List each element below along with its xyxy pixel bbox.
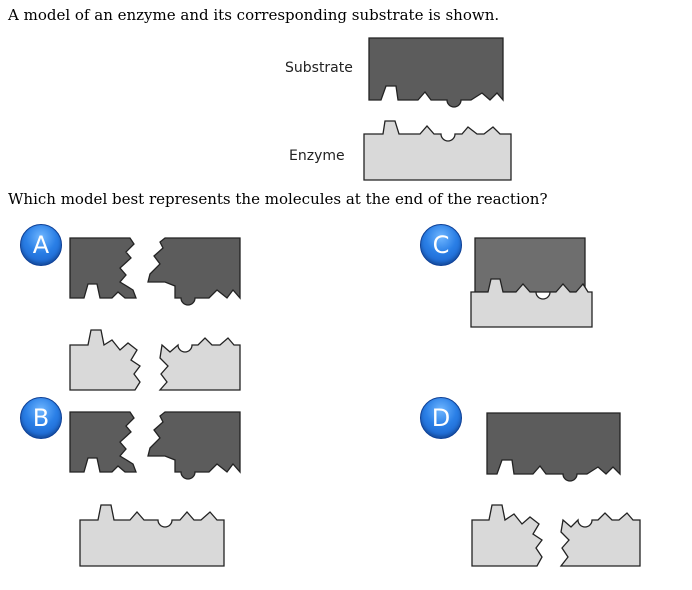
option-a-enzyme-right [158, 337, 241, 391]
option-a-enzyme-left [69, 329, 141, 391]
option-d-enzyme-left [471, 504, 543, 567]
option-d-badge[interactable]: D [420, 397, 462, 439]
option-b-substrate-right [147, 411, 241, 480]
option-c-enzyme [470, 278, 593, 328]
substrate-shape [368, 37, 504, 108]
option-b-substrate-left [69, 411, 137, 473]
option-b-badge[interactable]: B [20, 397, 62, 439]
question-prompt: Which model best represents the molecule… [8, 190, 548, 208]
option-c-badge[interactable]: C [420, 224, 462, 266]
option-a-substrate-right [147, 237, 241, 306]
substrate-label: Substrate [285, 60, 353, 76]
question-intro: A model of an enzyme and its correspondi… [8, 6, 500, 24]
option-b-enzyme [79, 504, 225, 567]
option-d-enzyme-right [559, 512, 641, 567]
option-d-substrate [486, 412, 621, 482]
option-a-badge[interactable]: A [20, 224, 62, 266]
enzyme-shape [363, 120, 512, 181]
enzyme-label: Enzyme [289, 148, 345, 164]
option-a-substrate-left [69, 237, 137, 299]
